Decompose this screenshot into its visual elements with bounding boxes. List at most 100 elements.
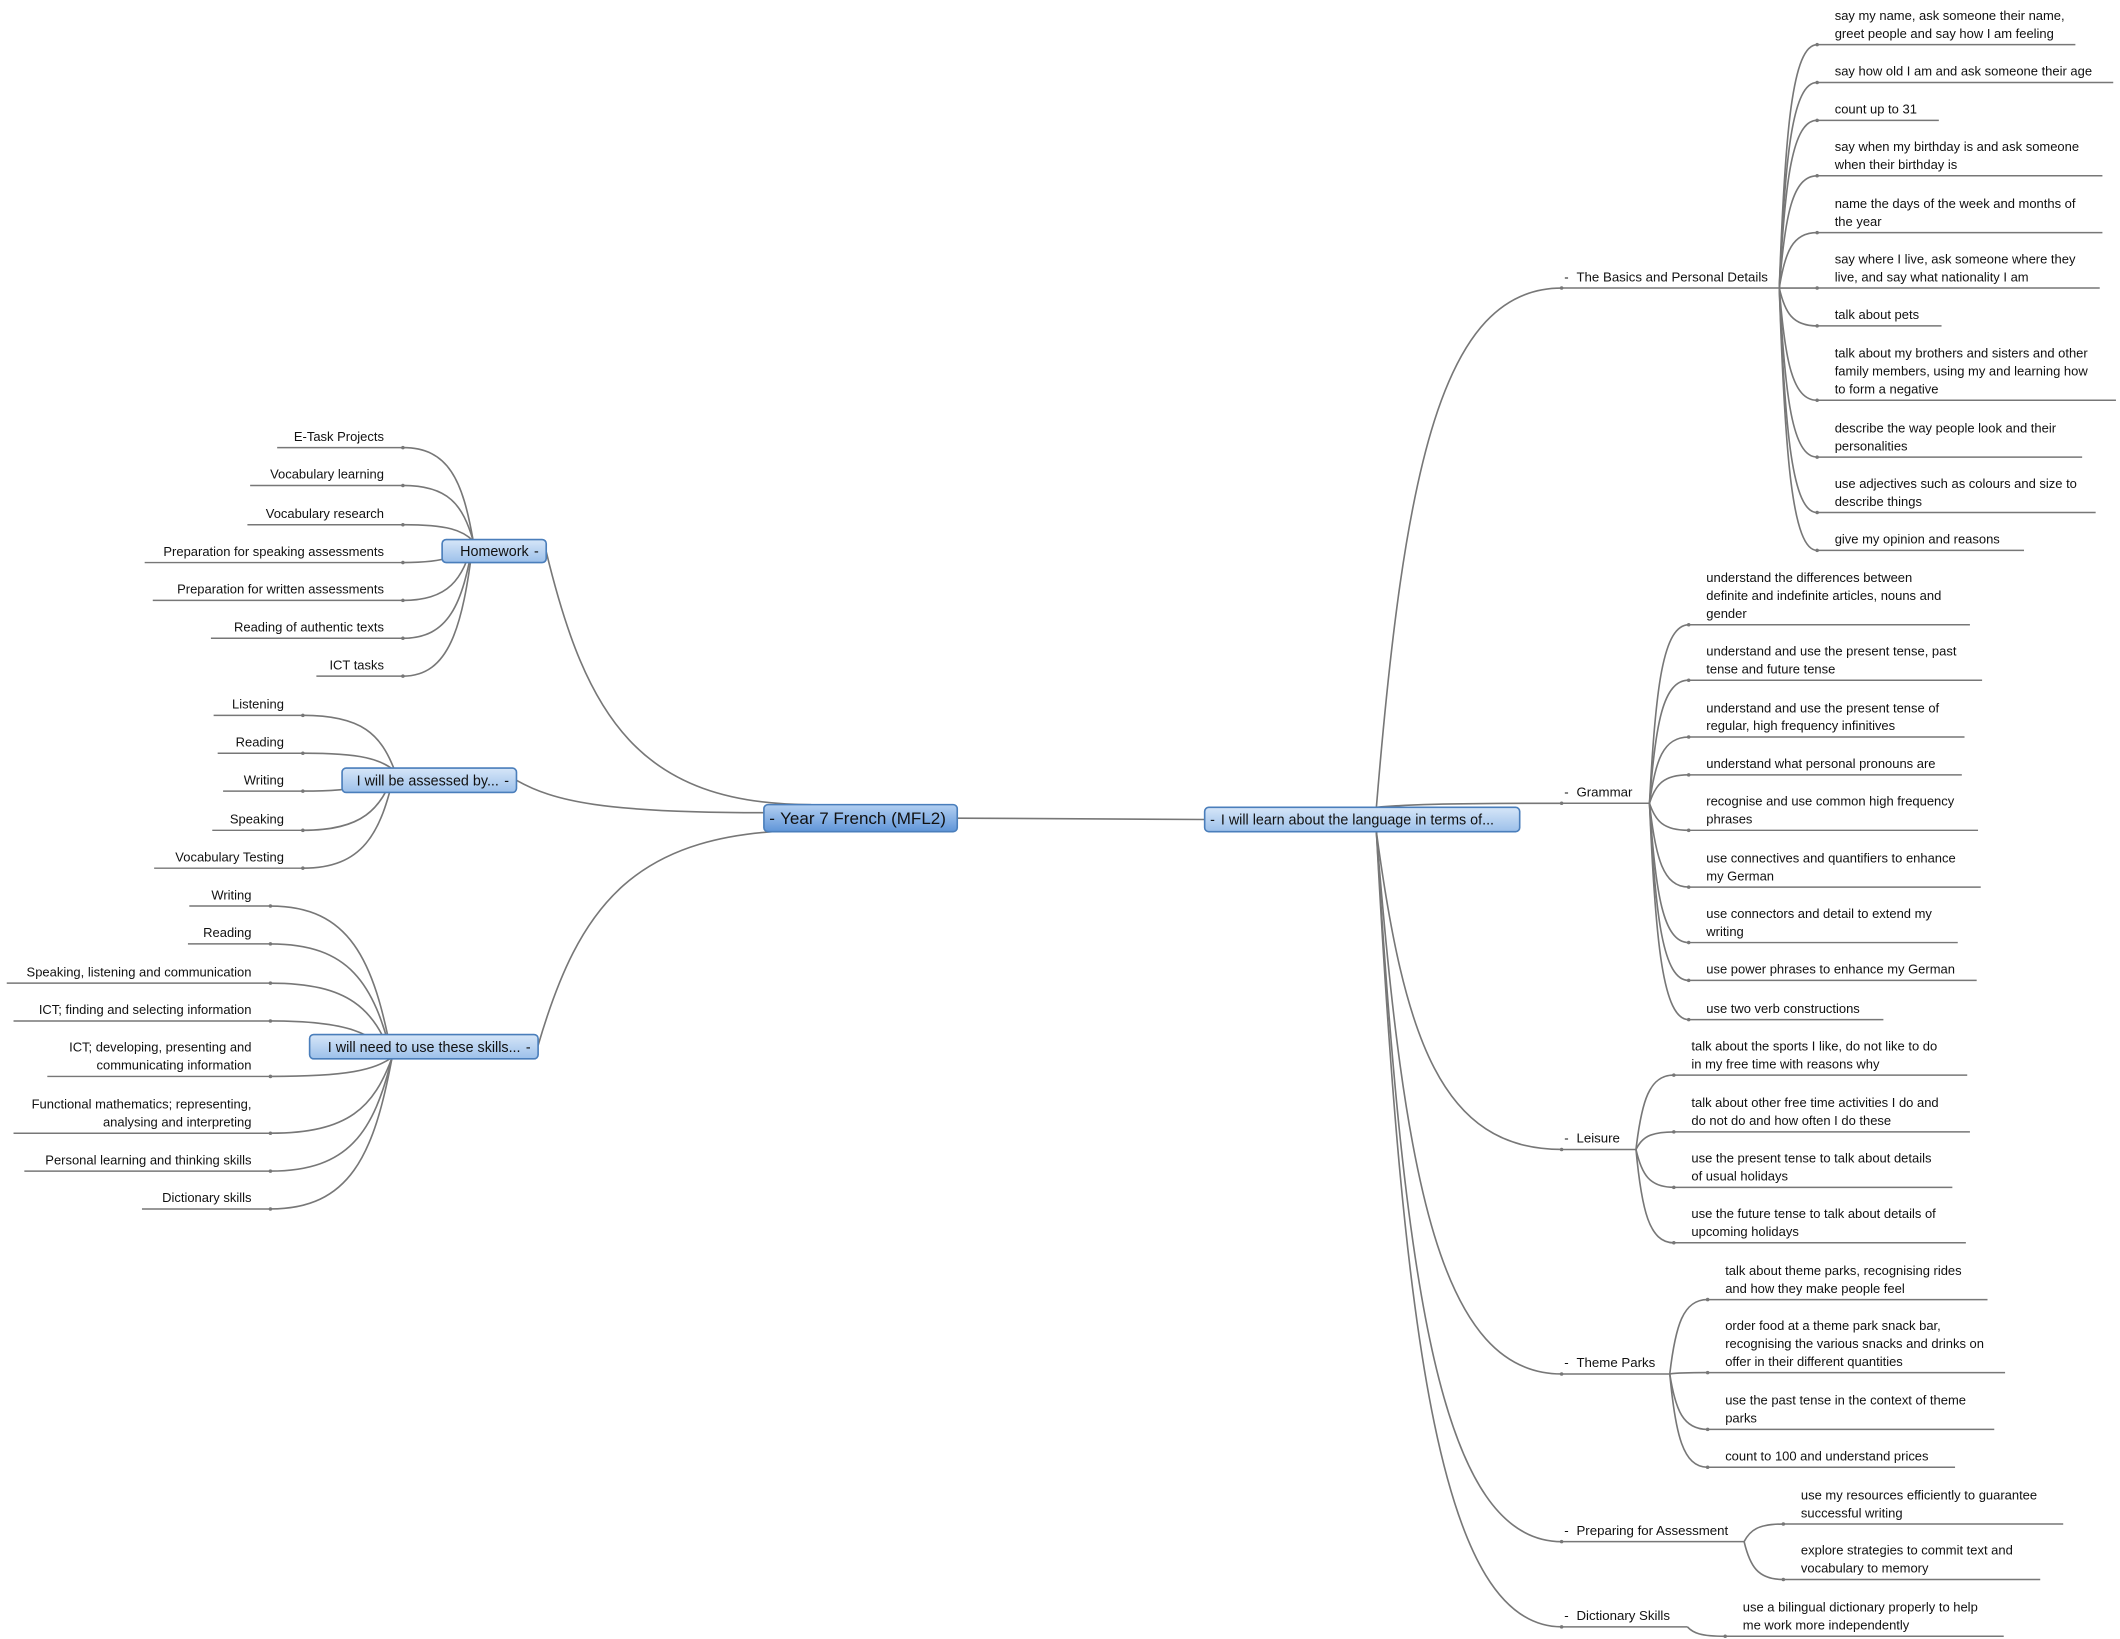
leaf-item[interactable]: Functional mathematics; representing,ana… <box>32 1096 252 1129</box>
topic-2-box[interactable] <box>341 767 518 794</box>
leaf-connector <box>270 905 393 1058</box>
leaf-item[interactable]: use the present tense to talk about deta… <box>1691 1151 1932 1184</box>
leaf-item[interactable]: use the future tense to talk about detai… <box>1691 1206 1936 1239</box>
leaf-item[interactable]: say how old I am and ask someone their a… <box>1835 64 2092 79</box>
subtopic-label[interactable]: The Basics and Personal Details <box>1576 269 1768 284</box>
collapse-toggle[interactable]: - <box>504 773 509 789</box>
leaf-item[interactable]: ICT tasks <box>329 657 384 672</box>
leaf-item[interactable]: Speaking <box>230 812 284 827</box>
collapse-toggle[interactable]: - <box>534 544 539 560</box>
collapse-toggle[interactable]: - <box>769 809 775 828</box>
leaf-item[interactable]: use adjectives such as colours and size … <box>1835 476 2077 509</box>
leaf-anchor-dot <box>268 1207 273 1211</box>
text-line: Speaking, listening and communication <box>27 964 252 979</box>
subtopic-label[interactable]: Preparing for Assessment <box>1576 1523 1728 1538</box>
leaf-item[interactable]: Personal learning and thinking skills <box>45 1152 252 1167</box>
leaf-item[interactable]: Preparation for speaking assessments <box>163 544 384 559</box>
text-line: talk about the sports I like, do not lik… <box>1691 1038 1937 1053</box>
central-topic-label: Year 7 French (MFL2) <box>780 809 946 828</box>
leaf-item[interactable]: ICT; finding and selecting information <box>39 1002 252 1017</box>
leaf-item[interactable]: Vocabulary research <box>266 506 384 521</box>
leaf-item[interactable]: give my opinion and reasons <box>1835 532 2001 547</box>
subtopic-label[interactable]: Grammar <box>1576 785 1633 800</box>
leaf-item[interactable]: use the past tense in the context of the… <box>1725 1393 1966 1426</box>
topic-3-box[interactable] <box>308 1033 539 1060</box>
central-topic-box[interactable] <box>763 803 959 833</box>
leaf-item[interactable]: use two verb constructions <box>1706 1001 1860 1016</box>
leaf-item[interactable]: Writing <box>211 887 251 902</box>
collapse-toggle[interactable]: - <box>1210 813 1215 829</box>
subtopic-label[interactable]: Leisure <box>1576 1131 1619 1146</box>
text-line: personalities <box>1835 438 1908 453</box>
topic-1-box[interactable] <box>441 538 548 564</box>
topic-learn-language[interactable]: -I will learn about the language in term… <box>1203 806 1521 833</box>
leaf-item[interactable]: use power phrases to enhance my German <box>1706 962 1955 977</box>
leaf-item[interactable]: talk about pets <box>1835 307 1920 322</box>
leaf-item[interactable]: understand what personal pronouns are <box>1706 756 1935 771</box>
subtopic-label[interactable]: Theme Parks <box>1576 1355 1655 1370</box>
leaf-item[interactable]: talk about theme parks, recognising ride… <box>1725 1263 1962 1296</box>
leaf-item[interactable]: order food at a theme park snack bar,rec… <box>1725 1318 1984 1369</box>
leaf-item[interactable]: say my name, ask someone their name,gree… <box>1835 8 2065 41</box>
leaf-item[interactable]: Speaking, listening and communication <box>27 964 252 979</box>
leaf-item[interactable]: say where I live, ask someone where they… <box>1835 251 2076 284</box>
leaf-item[interactable]: Reading of authentic texts <box>234 620 384 635</box>
leaf-item[interactable]: talk about other free time activities I … <box>1691 1095 1938 1128</box>
leaf-item[interactable]: E-Task Projects <box>294 429 385 444</box>
collapse-toggle[interactable]: - <box>1564 785 1568 800</box>
collapse-toggle[interactable]: - <box>1564 269 1568 284</box>
leaf-item[interactable]: Preparation for written assessments <box>177 582 384 597</box>
leaf-item[interactable]: talk about my brothers and sisters and o… <box>1835 346 2089 397</box>
leaf-item[interactable]: use connectives and quantifiers to enhan… <box>1706 850 1955 883</box>
leaf-item[interactable]: Reading <box>236 734 284 749</box>
subtopic-anchor-dot <box>1559 1372 1564 1376</box>
leaf-item[interactable]: Reading <box>203 925 251 940</box>
leaf-connector <box>1686 1626 1726 1638</box>
leaf-anchor-dot <box>1686 623 1691 627</box>
topic-learn-language-box[interactable] <box>1203 806 1521 833</box>
central-topic[interactable]: -Year 7 French (MFL2) <box>763 803 959 833</box>
collapse-toggle[interactable]: - <box>1564 1523 1568 1538</box>
text-line: use the past tense in the context of the… <box>1725 1393 1966 1408</box>
leaf-item[interactable]: Vocabulary learning <box>270 467 384 482</box>
leaf-item[interactable]: talk about the sports I like, do not lik… <box>1691 1038 1937 1071</box>
leaf-item[interactable]: Listening <box>232 697 284 712</box>
collapse-toggle[interactable]: - <box>1564 1355 1568 1370</box>
text-line: definite and indefinite articles, nouns … <box>1706 588 1941 603</box>
leaf-item[interactable]: Dictionary skills <box>162 1190 252 1205</box>
collapse-toggle[interactable]: - <box>1564 1131 1568 1146</box>
text-line: talk about my brothers and sisters and o… <box>1835 346 2089 361</box>
text-line: successful writing <box>1801 1505 1903 1520</box>
collapse-toggle[interactable]: - <box>526 1040 531 1056</box>
topic-2[interactable]: I will be assessed by...- <box>341 767 518 794</box>
leaf-item[interactable]: count to 100 and understand prices <box>1725 1448 1929 1463</box>
leaf-connector <box>1635 1131 1674 1150</box>
text-line: in my free time with reasons why <box>1691 1056 1880 1071</box>
text-line: to form a negative <box>1835 382 1939 397</box>
leaf-connector <box>1743 1523 1784 1543</box>
leaf-anchor-dot <box>301 828 305 833</box>
leaf-item[interactable]: use my resources efficiently to guarante… <box>1801 1487 2037 1520</box>
leaf-item[interactable]: use a bilingual dictionary properly to h… <box>1743 1600 1978 1633</box>
text-line: use the future tense to talk about detai… <box>1691 1206 1936 1221</box>
leaf-item[interactable]: understand and use the present tense, pa… <box>1706 643 1957 676</box>
leaf-item[interactable]: count up to 31 <box>1835 102 1917 117</box>
leaf-item[interactable]: Writing <box>244 772 284 787</box>
text-line: communicating information <box>97 1058 252 1073</box>
leaf-anchor-dot <box>268 942 273 946</box>
topic-1[interactable]: Homework- <box>441 538 548 564</box>
leaf-anchor-dot <box>1705 1465 1710 1470</box>
collapse-toggle[interactable]: - <box>1564 1608 1568 1623</box>
subtopic-label[interactable]: Dictionary Skills <box>1576 1608 1670 1623</box>
leaf-item[interactable]: Vocabulary Testing <box>175 849 284 864</box>
topic-3[interactable]: I will need to use these skills...- <box>308 1033 539 1060</box>
